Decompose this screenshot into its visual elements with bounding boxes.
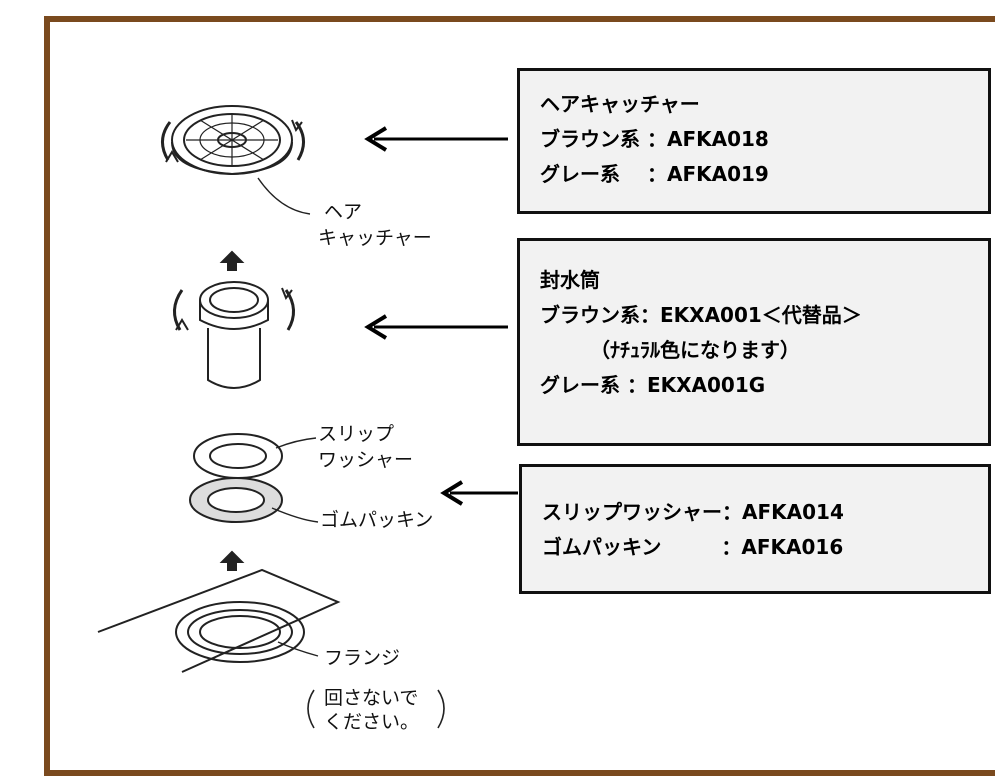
- flange-note-line-1: 回さないで: [324, 687, 419, 709]
- arrow-washer-packing: [440, 480, 518, 506]
- hair-catcher-brown: ブラウン系 ：AFKA018: [540, 127, 769, 151]
- flange-note-line-2: ください。: [324, 711, 420, 733]
- flange-label: フランジ: [324, 647, 401, 669]
- hair-catcher-label-2: キャッチャー: [318, 227, 432, 249]
- flange-drawing: [97, 550, 445, 729]
- arrow-hair-catcher: [364, 126, 508, 152]
- drain-parts-illustration: [97, 105, 445, 729]
- slip-washer-label-2: ワッシャー: [318, 449, 414, 471]
- seal-cylinder-brown: ブラウン系：EKXA001＜代替品＞: [540, 303, 862, 327]
- hair-catcher-label-1: ヘア: [324, 201, 363, 223]
- arrow-seal-cylinder: [364, 314, 508, 340]
- slip-washer-part: スリップワッシャー：AFKA014: [542, 500, 844, 524]
- hair-catcher-title: ヘアキャッチャー: [540, 92, 700, 116]
- seal-cylinder-info-box: 封水筒 ブラウン系：EKXA001＜代替品＞ （ﾅﾁｭﾗﾙ色になります） グレー…: [517, 238, 991, 446]
- washer-packing-info-box: スリップワッシャー：AFKA014 ゴムパッキン ：AFKA016: [519, 464, 991, 594]
- hair-catcher-gray: グレー系 ：AFKA019: [540, 162, 769, 186]
- rubber-packing-label: ゴムパッキン: [320, 509, 434, 531]
- hair-catcher-info-box: ヘアキャッチャー ブラウン系 ：AFKA018 グレー系 ：AFKA019: [517, 68, 991, 214]
- seal-cylinder-note: （ﾅﾁｭﾗﾙ色になります）: [540, 338, 800, 362]
- slip-washer-label-1: スリップ: [318, 423, 395, 445]
- seal-cylinder-gray: グレー系 ：EKXA001G: [540, 373, 766, 397]
- washer-packing-drawing: [189, 433, 319, 523]
- rubber-packing-part: ゴムパッキン ：AFKA016: [542, 535, 844, 559]
- seal-cylinder-title: 封水筒: [540, 268, 600, 292]
- hair-catcher-drawing: [161, 105, 311, 215]
- seal-cylinder-drawing: [173, 250, 295, 389]
